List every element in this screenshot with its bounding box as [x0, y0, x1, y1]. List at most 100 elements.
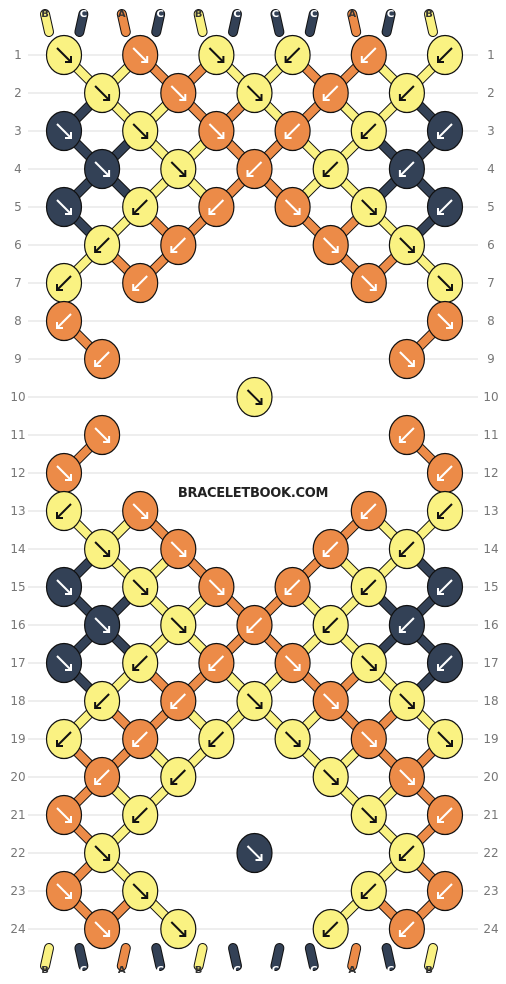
knot-arrow	[170, 237, 187, 253]
knot-arrowhead	[437, 132, 444, 139]
knot-arrowhead	[246, 170, 254, 177]
knot-arrowhead	[141, 132, 149, 139]
row-number-right: 3	[487, 124, 495, 138]
knot-arrowhead	[56, 512, 63, 519]
row-number-right: 2	[487, 86, 495, 100]
knot-arrowhead	[360, 892, 368, 899]
row-number-left: 11	[10, 428, 25, 442]
knot-arrowhead	[208, 664, 216, 671]
knot-arrow	[56, 275, 72, 291]
knot-arrow	[437, 465, 453, 481]
knot-arrowhead	[65, 664, 72, 671]
knot-arrow	[437, 883, 453, 899]
knot-arrowhead	[331, 778, 339, 785]
knot-arrow	[284, 123, 301, 139]
knot-arrow	[94, 427, 110, 443]
knot-arrowhead	[360, 512, 368, 519]
row-number-left: 5	[14, 200, 22, 214]
knot-arrow	[94, 845, 110, 861]
thread	[41, 10, 53, 36]
knot-arrow	[208, 47, 225, 63]
row-number-right: 19	[483, 732, 498, 746]
knot-arrow	[56, 655, 72, 671]
row-number-left: 19	[10, 732, 25, 746]
string-letter-bottom: C	[80, 965, 87, 976]
knot-arrowhead	[322, 626, 330, 633]
knot-arrowhead	[293, 208, 301, 215]
knot-arrowhead	[208, 740, 216, 747]
thread	[271, 10, 284, 36]
row-number-left: 22	[10, 846, 25, 860]
knot-arrowhead	[170, 778, 178, 785]
knot-arrowhead	[94, 702, 102, 709]
knot-arrowhead	[398, 550, 406, 557]
row-number-right: 24	[483, 922, 498, 936]
knot-grid	[45, 34, 464, 950]
knot-arrowhead	[284, 588, 292, 595]
row-number-left: 18	[10, 694, 25, 708]
knot-arrow	[437, 503, 453, 519]
knot-arrow	[94, 541, 110, 557]
string-letter-bottom: C	[310, 965, 317, 976]
string-letter-top: A	[118, 9, 126, 20]
knot-arrowhead	[56, 740, 63, 747]
knot-arrowhead	[369, 284, 377, 291]
knot-arrow	[361, 807, 377, 823]
knot-arrow	[361, 579, 377, 595]
knot-arrow	[56, 313, 72, 329]
knot-arrowhead	[369, 664, 377, 671]
knot-arrowhead	[170, 702, 178, 709]
knot-arrow	[284, 655, 301, 671]
knot-arrow	[437, 655, 453, 671]
row-number-right: 4	[487, 162, 495, 176]
knot-arrowhead	[322, 170, 330, 177]
knot-arrowhead	[322, 94, 330, 101]
row-number-right: 12	[483, 466, 498, 480]
knot-arrow	[132, 47, 148, 63]
knot-arrow	[246, 85, 263, 101]
knot-arrow	[94, 237, 110, 253]
knot-arrowhead	[360, 588, 368, 595]
knot-arrow	[56, 123, 72, 139]
knot-arrow	[132, 731, 148, 747]
knot-arrowhead	[94, 246, 102, 253]
string-letter-top: B	[41, 9, 49, 20]
row-number-right: 8	[487, 314, 495, 328]
knot-arrow	[246, 161, 263, 177]
knot-arrowhead	[407, 702, 415, 709]
knot-arrow	[322, 693, 339, 709]
knot-arrowhead	[65, 588, 72, 595]
string-letter-top: A	[348, 9, 356, 20]
knot-arrow	[94, 921, 110, 937]
string-letter-bottom: C	[387, 965, 394, 976]
thread	[75, 944, 88, 970]
knot-arrowhead	[179, 170, 187, 177]
knot-arrow	[437, 199, 453, 215]
knot-arrowhead	[407, 360, 415, 367]
string-letter-top: C	[310, 9, 317, 20]
row-number-right: 1	[487, 48, 495, 62]
thread	[194, 10, 207, 36]
row-number-right: 17	[483, 656, 498, 670]
row-number-left: 10	[10, 390, 25, 404]
row-number-right: 15	[483, 580, 498, 594]
knot-arrow	[132, 579, 148, 595]
row-number-right: 6	[487, 238, 495, 252]
knot-arrow	[399, 85, 415, 101]
knot-arrowhead	[360, 132, 368, 139]
row-number-left: 6	[14, 238, 22, 252]
knot-arrow	[361, 123, 377, 139]
knot-arrow	[246, 389, 263, 405]
knot-arrow	[132, 123, 148, 139]
knot-arrowhead	[56, 322, 63, 329]
knot-arrowhead	[369, 740, 377, 747]
thread	[425, 10, 437, 36]
row-number-right: 16	[483, 618, 498, 632]
knot-arrow	[399, 427, 415, 443]
knot-arrowhead	[179, 930, 187, 937]
knot-arrowhead	[398, 930, 406, 937]
knot-arrow	[399, 769, 415, 785]
knot-arrow	[132, 199, 148, 215]
string-letter-bottom: C	[272, 965, 279, 976]
